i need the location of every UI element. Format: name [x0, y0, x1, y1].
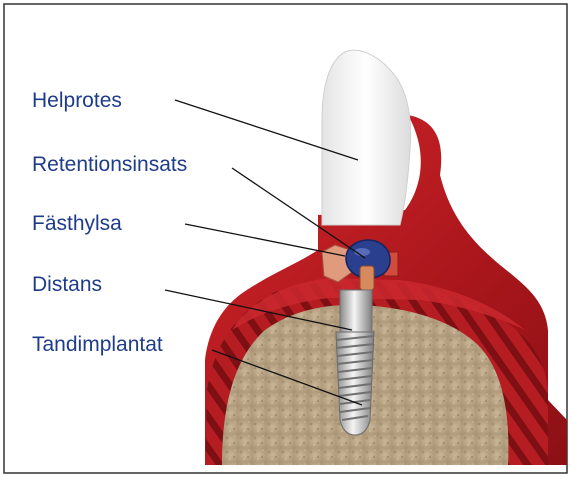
abutment: [340, 290, 372, 332]
abutment-top: [360, 266, 374, 290]
label-tandimplantat: Tandimplantat: [32, 334, 163, 355]
label-retentionsinsats: Retentionsinsats: [32, 154, 187, 175]
prosthesis-tooth: [322, 50, 411, 225]
label-fasthylsa: Fästhylsa: [32, 213, 122, 234]
label-helprotes: Helprotes: [32, 90, 122, 111]
label-distans: Distans: [32, 274, 102, 295]
